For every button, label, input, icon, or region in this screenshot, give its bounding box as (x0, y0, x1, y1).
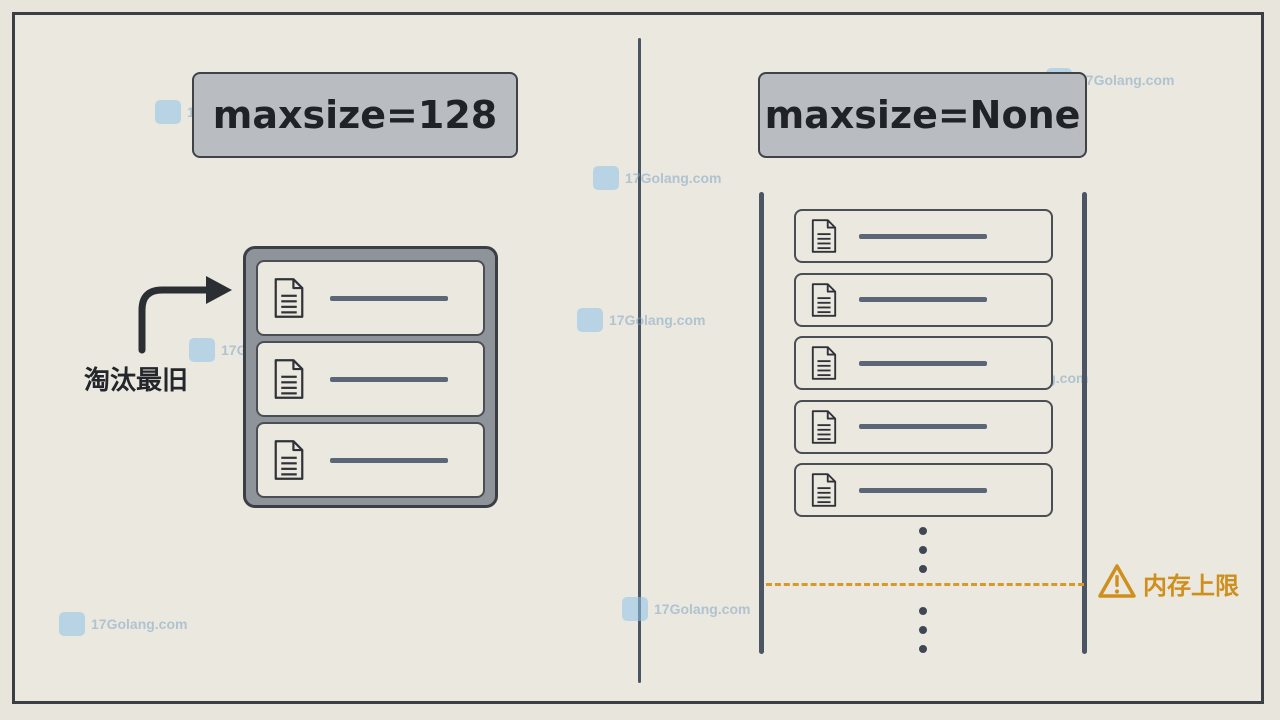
continuation-dot (919, 527, 927, 535)
cache-entry (794, 272, 1053, 327)
memory-limit-label: 内存上限 (1143, 572, 1239, 600)
document-icon (810, 282, 838, 322)
cache-entry (794, 463, 1053, 517)
watermark-logo-icon (622, 597, 648, 621)
watermark-logo-icon (577, 308, 603, 332)
unbounded-cache-right-rail (1082, 192, 1087, 654)
entry-content-bar (859, 487, 987, 493)
watermark-text: 17Golang.com (654, 601, 751, 617)
entry-content-bar (330, 376, 448, 382)
entry-content-bar (330, 295, 448, 301)
document-icon (272, 439, 306, 485)
watermark-text: 17Golang.com (609, 312, 706, 328)
watermark-logo-icon (593, 166, 619, 190)
cache-entry (794, 209, 1053, 263)
unbounded-cache-left-rail (759, 192, 764, 654)
document-icon (810, 218, 838, 258)
watermark: 17Golang.com (622, 597, 750, 621)
cache-entry (256, 260, 485, 336)
continuation-dot (919, 546, 927, 554)
watermark: 17Golang.com (593, 166, 721, 190)
memory-limit-line (766, 583, 1084, 586)
document-icon (810, 345, 838, 385)
continuation-dot (919, 607, 927, 615)
cache-entry (256, 422, 485, 498)
entry-content-bar (330, 457, 448, 463)
watermark-text: 17Golang.com (91, 616, 188, 632)
evict-oldest-label: 淘汰最旧 (84, 366, 189, 396)
document-icon (272, 358, 306, 404)
document-icon (810, 409, 838, 449)
entry-content-bar (859, 360, 987, 366)
cache-entry (794, 399, 1053, 454)
right-panel-title: maxsize=None (758, 72, 1087, 158)
watermark-text: 17Golang.com (1078, 72, 1175, 88)
cache-entry (256, 341, 485, 417)
watermark: 17Golang.com (59, 612, 187, 636)
watermark-logo-icon (59, 612, 85, 636)
watermark: 17Golang.com (577, 308, 705, 332)
continuation-dot (919, 645, 927, 653)
entry-content-bar (859, 233, 987, 239)
panel-divider (638, 38, 641, 683)
warning-icon (1098, 564, 1136, 598)
cache-entry (794, 336, 1053, 390)
document-icon (272, 277, 306, 323)
watermark-logo-icon (155, 100, 181, 124)
lru-cache-box (243, 246, 498, 508)
continuation-dot (919, 626, 927, 634)
entry-content-bar (859, 424, 987, 429)
watermark-logo-icon (189, 338, 215, 362)
left-panel-title: maxsize=128 (192, 72, 518, 158)
document-icon (810, 472, 838, 512)
arrow-right-icon (138, 276, 232, 354)
entry-content-bar (859, 297, 987, 302)
continuation-dot (919, 565, 927, 573)
watermark-text: 17Golang.com (625, 170, 722, 186)
